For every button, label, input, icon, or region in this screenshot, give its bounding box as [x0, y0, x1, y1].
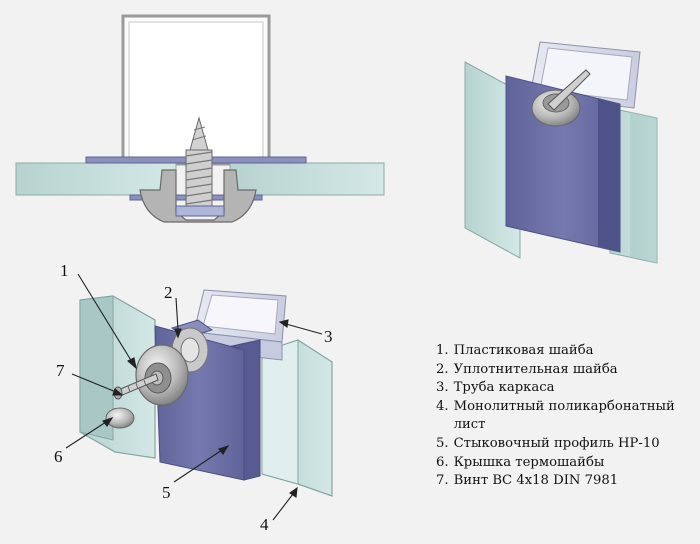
exploded-view [79, 289, 333, 497]
legend-item-text: Уплотнительная шайба [453, 361, 618, 377]
legend-item: 3.Труба каркаса [436, 379, 698, 398]
legend-item: 1. Пластиковая шайба [436, 342, 698, 361]
legend-item: 2.Уплотнительная шайба [436, 361, 698, 380]
legend-item: 6.Крышка термошайбы [436, 454, 698, 473]
screw-assembled [547, 69, 591, 111]
callout-2: 2 [164, 283, 173, 302]
cross-section-view [15, 14, 385, 223]
washer-cap [105, 407, 135, 429]
legend-item-number: 1. [436, 343, 449, 358]
legend-item-text: Крышка термошайбы [453, 454, 605, 470]
parts-legend: 1. Пластиковая шайба 2.Уплотнительная шайб… [436, 342, 698, 491]
washer-section [139, 169, 257, 223]
assembled-view [464, 41, 658, 264]
legend-item-text: Монолитный поликарбонатный лист [453, 398, 675, 433]
callout-3: 3 [324, 327, 333, 346]
callout-5: 5 [162, 483, 171, 502]
callout-4: 4 [260, 515, 269, 534]
legend-item-text: Винт ВС 4x18 DIN 7981 [453, 473, 619, 489]
legend-item-text: Пластиковая шайба [453, 343, 594, 358]
legend-item-text: Труба каркаса [453, 380, 555, 396]
legend-item-number: 3. [436, 380, 449, 396]
legend-item-number: 7. [436, 473, 449, 489]
legend-item-number: 5. [436, 435, 449, 451]
leader-lines [65, 273, 323, 521]
legend-item-text: Стыковочный профиль НР-10 [453, 435, 660, 451]
legend-item: 5.Стыковочный профиль НР-10 [436, 435, 698, 454]
callout-labels: 1 2 3 4 5 6 7 [54, 261, 333, 534]
callout-6: 6 [54, 447, 63, 466]
legend-item-number: 4. [436, 398, 449, 414]
callout-7: 7 [56, 361, 65, 380]
legend-item-number: 2. [436, 361, 449, 377]
callout-1: 1 [60, 261, 69, 280]
legend-item: 7.Винт ВС 4x18 DIN 7981 [436, 472, 698, 491]
legend-item: 4.Монолитный поликарбонатный лист [436, 398, 698, 435]
legend-item-number: 6. [436, 454, 449, 470]
